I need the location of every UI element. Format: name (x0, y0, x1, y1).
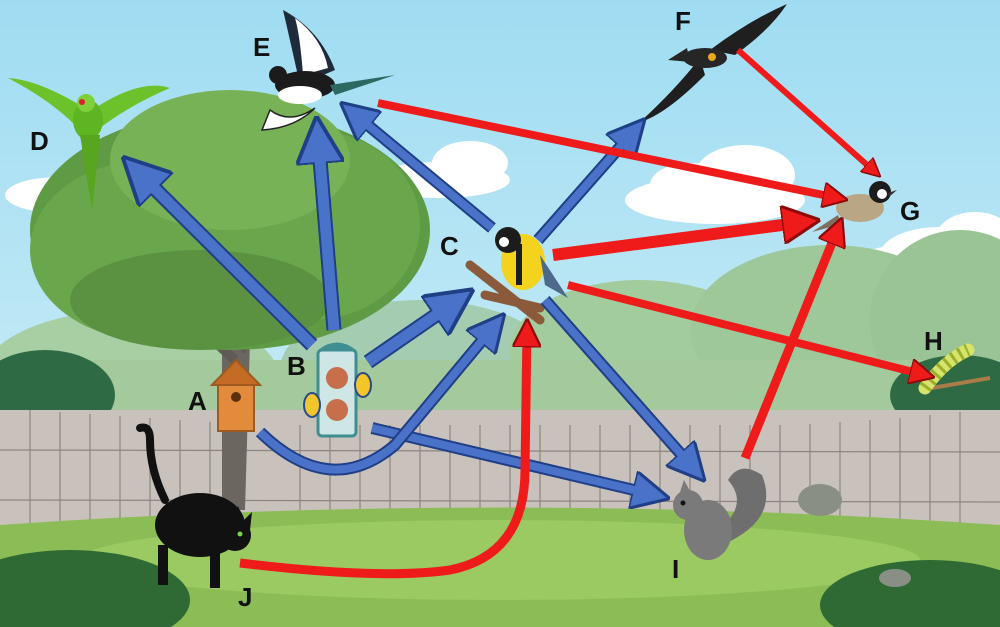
label-b: B (287, 351, 306, 381)
arrow-f-to-g (736, 47, 875, 172)
label-f: F (675, 6, 691, 36)
magpie-organism-e (260, 10, 395, 131)
bird-feeder-organism-b (303, 342, 372, 438)
label-c: C (440, 231, 459, 261)
parakeet-organism-d (8, 78, 170, 210)
great-tit-organism-c (465, 227, 568, 325)
bird-box-organism-a (209, 358, 263, 432)
arrow-j-to-c (239, 330, 527, 579)
bird-of-prey-organism-f (640, 4, 787, 122)
label-h: H (924, 326, 943, 356)
label-g: G (900, 196, 920, 226)
arrow-e-to-g (377, 99, 838, 198)
label-j: J (238, 582, 252, 612)
label-a: A (188, 386, 207, 416)
arrow-c-to-h (567, 281, 925, 375)
label-i: I (672, 554, 679, 584)
organism-labels: A B C D E F G H I J (30, 6, 943, 612)
arrow-c-to-g (552, 222, 805, 261)
red-arrows (239, 47, 925, 579)
blue-arrows (136, 112, 695, 495)
arrow-i-to-g (740, 228, 838, 460)
label-e: E (253, 32, 270, 62)
black-cat-organism-j (136, 423, 252, 588)
label-d: D (30, 126, 49, 156)
grey-squirrel-organism-i (673, 468, 767, 560)
